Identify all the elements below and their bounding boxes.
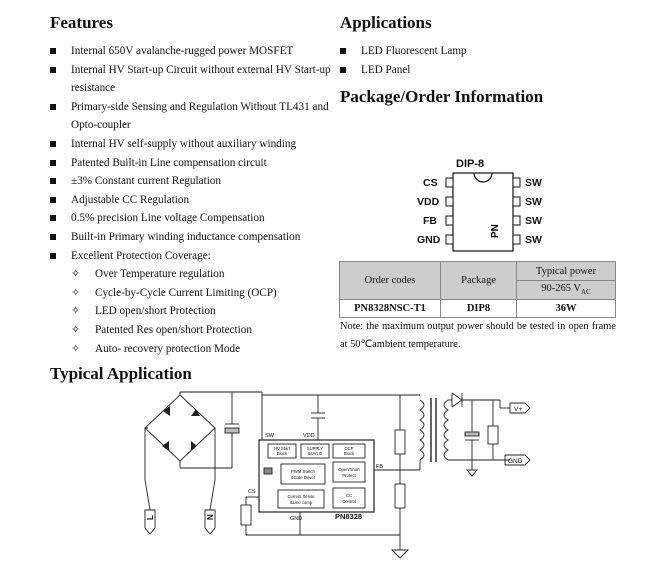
order-power: 36W [516,299,616,318]
list-item: Excellent Protection Coverage: [50,247,332,266]
list-item: 0.5% precision Line voltage Compensation [50,209,332,228]
pin-sw: SW [525,234,542,246]
col-typical-power: Typical power [516,261,616,281]
pin-cs: CS [423,177,438,189]
svg-text:&UVLO: &UVLO [308,451,323,456]
pin-sw: SW [525,196,542,208]
svg-text:HV Start: HV Start [274,446,291,451]
pin-fb: FB [423,215,437,227]
list-item: LED open/short Protection [71,302,332,321]
sch-label-l: L [146,515,155,520]
list-item: Primary-side Sensing and Regulation With… [50,98,332,135]
applications-heading: Applications [340,13,432,32]
svg-text:&Gate Driver: &Gate Driver [291,475,316,480]
table-row: PN8328NSC-T1 DIP8 36W [339,299,616,318]
list-item: Internal HV Start-up Circuit without ext… [50,61,332,98]
sch-label-vplus: V+ [514,406,522,413]
chip-mark: PN [490,224,501,238]
pin-vdd: VDD [417,196,440,208]
protection-list-wrap: Over Temperature regulation Cycle-by-Cyc… [50,265,332,358]
sch-label-vdd: VDD [303,433,315,439]
sch-label-gnd: GND [290,516,302,522]
list-item: LED Fluorescent Lamp [340,42,467,61]
svg-text:Block: Block [277,451,288,456]
sch-label-sw: SW [265,433,275,439]
dip8-package-diagram: DIP-8 PN CS VDD FB GND SW SW SW SW [408,158,558,253]
list-item: Adjustable CC Regulation [50,191,332,210]
features-heading: Features [50,13,113,32]
sch-label-fb: FB [376,464,383,470]
package-heading: Package/Order Information [340,87,544,106]
col-order-codes: Order codes [339,261,441,300]
list-item: Patented Built-in Line compensation circ… [50,154,332,173]
list-item: ±3% Constant current Regulation [50,172,332,191]
list-item: Auto- recovery protection Mode [71,340,332,359]
pin-gnd: GND [417,234,441,246]
sch-label-output-gnd: GND [508,458,523,465]
svg-text:Open/Short: Open/Short [338,467,360,472]
list-item: Built-in Primary winding inductance comp… [50,228,332,247]
sch-label-cs: CS [248,489,256,495]
col-package: Package [440,261,517,300]
sch-chip-label: PN8328 [335,512,362,521]
pin-sw: SW [525,215,542,227]
protection-list: Over Temperature regulation Cycle-by-Cyc… [71,265,332,358]
svg-text:Current Sense: Current Sense [288,494,316,499]
order-note: Note: the maximum output power should be… [340,321,616,350]
list-item: LED Panel [340,61,467,80]
svg-text:&Line comp: &Line comp [290,500,313,505]
list-item: Cycle-by-Cycle Current Limiting (OCP) [71,284,332,303]
power-range: 90-265 VAC [516,280,616,300]
svg-text:Block: Block [344,451,355,456]
list-item: Internal HV self-supply without auxiliar… [50,135,332,154]
svg-text:Control: Control [342,499,356,504]
order-code: PN8328NSC-T1 [339,299,441,318]
package-name: DIP-8 [456,158,485,170]
sch-label-n: N [206,514,215,520]
svg-text:SUPPLY: SUPPLY [307,446,323,451]
dip8-outline: PN [445,172,521,252]
pin-sw: SW [525,177,542,189]
applications-list: LED Fluorescent Lamp LED Panel [340,42,467,79]
list-item: Patented Res open/short Protection [71,321,332,340]
features-list: Internal 650V avalanche-rugged power MOS… [50,42,332,358]
list-item: Internal 650V avalanche-rugged power MOS… [50,42,332,61]
svg-text:PWM Switch: PWM Switch [291,469,315,474]
svg-text:OCP: OCP [344,446,353,451]
order-package: DIP8 [440,299,517,318]
typical-application-heading: Typical Application [50,364,192,383]
svg-text:CC: CC [346,493,352,498]
svg-text:Protect: Protect [342,473,356,478]
order-table: Order codes Package Typical power 90-265… [339,261,616,318]
list-item: Over Temperature regulation [71,265,332,284]
